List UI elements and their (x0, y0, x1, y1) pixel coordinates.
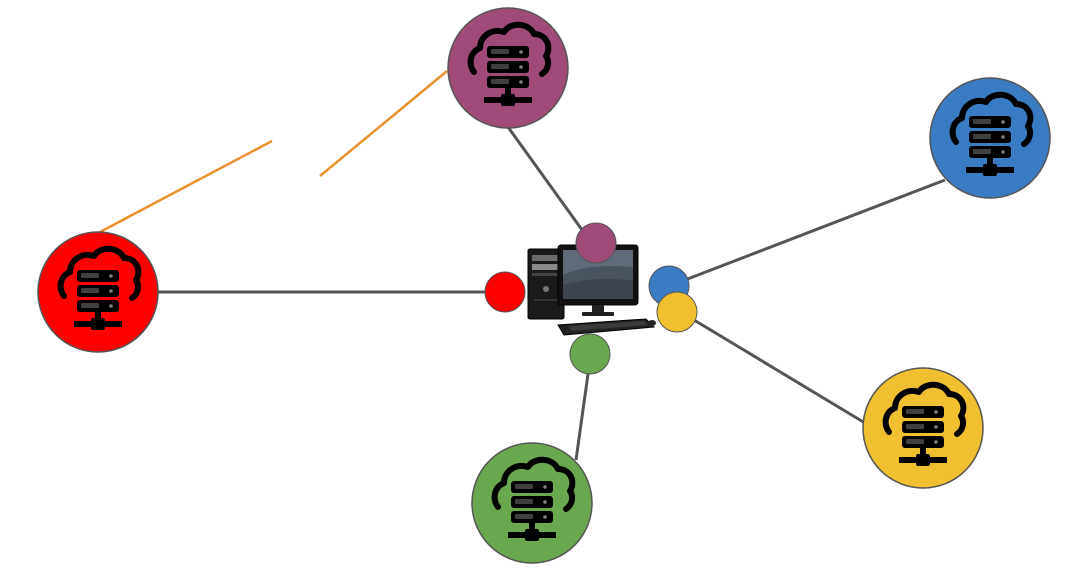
broken-link-segment (319, 70, 448, 177)
server-node-red[interactable] (37, 231, 159, 353)
link-green (574, 373, 590, 461)
server-node-purple[interactable] (447, 7, 569, 129)
server-node-green[interactable] (471, 442, 593, 564)
link-yellow (693, 318, 866, 425)
server-node-yellow[interactable] (862, 367, 984, 489)
link-purple (506, 126, 587, 235)
link-blue (684, 178, 946, 282)
endpoint-dot-green[interactable] (569, 333, 611, 375)
endpoint-dots (484, 222, 698, 375)
broken-link (99, 70, 448, 234)
endpoint-dot-yellow[interactable] (656, 291, 698, 333)
broken-link-segment (99, 139, 273, 234)
endpoint-dot-red[interactable] (484, 271, 526, 313)
desktop-computer-icon[interactable] (527, 244, 656, 336)
connection-lines (158, 126, 946, 461)
endpoint-dot-purple[interactable] (575, 222, 617, 264)
server-node-blue[interactable] (929, 77, 1051, 199)
